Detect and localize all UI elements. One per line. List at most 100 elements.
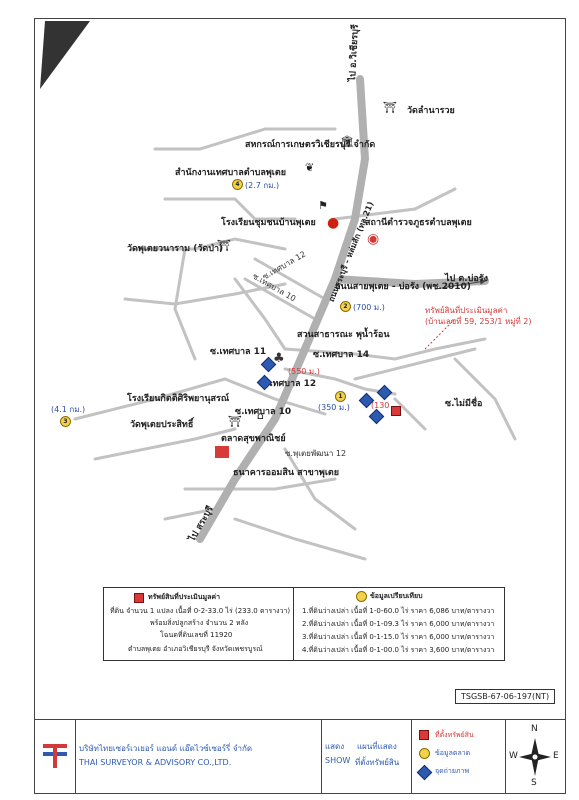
road-soi11 [233,277,287,351]
compass: N S W E [505,720,565,794]
company-name-th: บริษัทไทยเซอร์เวเยอร์ แอนด์ แอ๊ดไวซ์เซอร… [79,744,253,753]
main-road [196,75,370,543]
comparable-item: 4.ที่ดินว่างเปล่า เนื้อที่ 0-1-00.0 ไร่ … [302,646,495,654]
place-school-putoey: โรงเรียนชุมชนบ้านพุเตย [221,218,316,228]
compass-s: S [531,778,537,788]
road-maisrue [393,397,427,431]
place-wat-wanaram: วัดพุเตยวนาราม (วัดป่า) [127,244,224,254]
road-soi12 [253,257,327,301]
place-wat-prasit: วัดพุเตยประสิทธิ์ [130,420,194,430]
road-upper [153,127,337,151]
legend-subject-title: ทรัพย์สินที่ประเมินมูลค่า [148,593,221,601]
distance-550: (550 ม.) [288,367,320,376]
corner-mark [40,21,90,89]
road-bank [183,477,337,491]
subject-key-icon [134,593,144,603]
tree-icon: ♣ [273,351,285,366]
road-west-long [73,377,227,421]
place-park: สวนสาธารณะ พุน้ำร้อน [297,330,390,340]
road-wat [133,237,287,251]
show-en: SHOW [325,756,351,765]
subject-note-address: (บ้านเลขที่ 59, 253/1 หมู่ที่ 2) [425,317,532,326]
market-pin-1: 1 [335,391,346,402]
compass-w: W [509,751,518,761]
company-name-en: THAI SURVEYOR & ADVISORY CO.,LTD. [79,758,232,767]
title-block: บริษัทไทยเซอร์เวเยอร์ แอนด์ แอ๊ดไวซ์เซอร… [35,719,565,794]
temple-icon-2: ⛩ [217,239,231,252]
show-th-1: แสดง [325,742,345,751]
road-soi10b [223,377,327,416]
key-market-label: ข้อมูลตลาด [435,749,471,757]
road-network [40,21,517,561]
road-west [173,247,197,361]
road-putoey12 [283,447,357,531]
bank-icon [215,446,229,458]
legend-subject-line3: โฉนดที่ดินเลขที่ 11920 [160,631,233,639]
road-south [233,517,367,561]
legend-subject-line4: ตำบลพุเตย อำเภอวิเชียรบุรี จังหวัดเพชรบู… [128,645,263,653]
road-east2 [353,347,477,381]
distance-1: (350 ม.) [318,403,350,412]
compass-rose-icon [519,738,551,776]
distance-2: (700 ม.) [353,303,385,312]
road-ne [333,187,457,221]
road-soi10 [243,277,317,321]
distance-3: (4.1 กม.) [51,405,86,414]
road-sw [93,427,237,461]
key-subject-label: ที่ตั้งทรัพย์สิน [435,731,474,739]
police-icon: ● [327,215,340,231]
road-east [453,357,517,441]
market-pin-2: 2 [340,301,351,312]
subject-property-marker [391,406,401,416]
market-key-icon [419,748,430,759]
legend-subject-line2: พร้อมสิ่งปลูกสร้าง จำนวน 2 หลัง [150,619,249,627]
place-bank: ธนาคารออมสิน สาขาพุเตย [233,468,340,478]
legend-subject-line1: ที่ดิน จำนวน 1 แปลง เนื้อที่ 0-2-33.0 ไร… [110,607,291,615]
legend-comparables-title: ข้อมูลเปรียบเทียบ [370,592,423,600]
road-label-maisrue: ซ.ไม่มีชื่อ [445,399,483,409]
road-label-soi11: ซ.เทศบาล 11 [210,347,267,357]
flag-icon: ⚑ [318,199,328,212]
road-soi14 [283,337,487,361]
company-logo-icon [43,744,67,768]
company-logo-cell [35,720,76,794]
photo-key-icon [416,764,433,781]
legend-comparables: ข้อมูลเปรียบเทียบ 1.ที่ดินว่างเปล่า เนื้… [293,587,505,661]
key-cell: ที่ตั้งทรัพย์สิน ข้อมูลตลาด จุดถ่ายภาพ [411,720,506,794]
road-label-soi14: ซ.เทศบาล 14 [313,350,370,360]
comparable-item: 2.ที่ดินว่างเปล่า เนื้อที่ 0-1-09.3 ไร่ … [302,620,495,628]
temple-icon-3: ⛩ [228,415,242,428]
compass-n: N [531,724,538,734]
building-icon: 🏛 [340,135,354,148]
subject-note-title: ทรัพย์สินที่ประเมินมูลค่า [425,306,508,315]
comparable-item: 1.ที่ดินว่างเปล่า เนื้อที่ 1-0-60.0 ไร่ … [302,607,495,615]
show-cell: แสดง แผนที่แสดง SHOW ที่ตั้งทรัพย์สิน [321,720,412,794]
legend-subject: ทรัพย์สินที่ประเมินมูลค่า ที่ดิน จำนวน 1… [103,587,305,661]
reference-code: TSGSB-67-06-197(NT) [455,689,556,704]
show-th-2: แผนที่แสดง [357,742,397,751]
road-school [163,197,297,221]
place-police: สถานีตำรวจภูธรตำบลพุเตย [365,218,472,228]
show-th-3: ที่ตั้งทรัพย์สิน [355,758,400,767]
place-school-kitsiri: โรงเรียนกิตติศิริพยานุสรณ์ [127,394,230,404]
distance-130: (130 [371,401,390,410]
key-photo-label: จุดถ่ายภาพ [435,767,470,775]
emblem-icon: ❦ [305,161,315,174]
temple-icon: ⛩ [383,101,397,114]
comparable-item: 3.ที่ดินว่างเปล่า เนื้อที่ 0-1-15.0 ไร่ … [302,633,495,641]
cross-road [331,275,489,289]
company-name-cell: บริษัทไทยเซอร์เวเยอร์ แอนด์ แอ๊ดไวซ์เซอร… [75,720,322,794]
market-key-icon [356,591,367,602]
school-icon: ⌂ [257,409,264,422]
road-label-putoey12: ซ.พุเตยพัฒนา 12 [285,449,347,458]
market-pin-3: 3 [60,416,71,427]
place-market: ตลาดสุขพาณิชย์ [221,434,286,444]
map-sheet: ไป อ.วิเชียรบุรี ถนนสระบุรี - หล่มสัก (ท… [34,18,566,794]
road-southwest [163,507,217,521]
market-pin-4: 4 [232,179,243,190]
place-municipal-office: สำนักงานเทศบาลตำบลพุเตย [175,168,287,178]
compass-e: E [553,751,559,761]
road-label-borang: ไป ต.บ่อรัง [445,274,488,284]
subject-leader [424,318,456,350]
distance-4: (2.7 กม.) [245,181,280,190]
